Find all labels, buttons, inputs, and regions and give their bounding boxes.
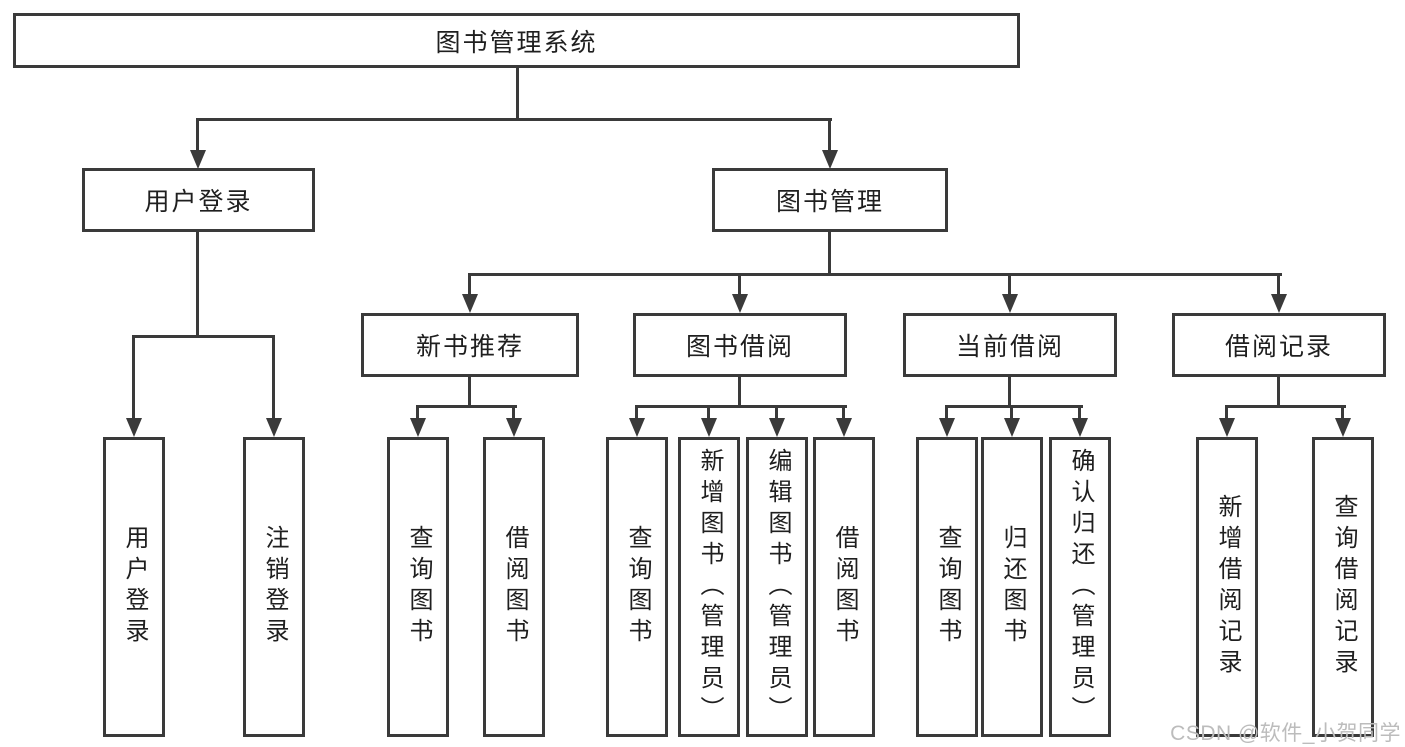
connector-line — [1225, 405, 1228, 422]
leaf-add-books-admin: 新增图书（管理员） — [678, 437, 740, 737]
leaf-edit-books-admin: 编辑图书（管理员） — [746, 437, 808, 737]
connector-line — [775, 405, 778, 422]
leaf-borrow-books-recommend: 借阅图书 — [483, 437, 545, 737]
leaf-query-borrow-record: 查询借阅记录 — [1312, 437, 1374, 737]
connector-line — [512, 405, 515, 422]
leaf-label: 编辑图书（管理员） — [764, 447, 791, 727]
arrowhead-down-icon — [629, 418, 645, 437]
node-label: 用户登录 — [144, 188, 253, 216]
connector-line — [828, 118, 831, 152]
arrowhead-down-icon — [939, 418, 955, 437]
leaf-confirm-return-admin: 确认归还（管理员） — [1049, 437, 1111, 737]
connector-line — [1010, 405, 1013, 422]
connector-line — [196, 118, 832, 121]
leaf-return-books: 归还图书 — [981, 437, 1043, 737]
leaf-user-login: 用户登录 — [103, 437, 165, 737]
leaf-label: 用户登录 — [121, 525, 148, 649]
leaf-label: 新增图书（管理员） — [696, 447, 723, 727]
arrowhead-down-icon — [1219, 418, 1235, 437]
node-label: 当前借阅 — [955, 333, 1064, 361]
connector-line — [1277, 273, 1280, 299]
node-book-management: 图书管理 — [712, 168, 948, 232]
node-label: 新书推荐 — [415, 333, 524, 361]
leaf-label: 查询图书 — [934, 525, 961, 649]
arrowhead-down-icon — [769, 418, 785, 437]
connector-line — [132, 335, 275, 338]
connector-line — [1008, 273, 1011, 299]
node-label: 图书管理 — [775, 188, 884, 216]
connector-line — [842, 405, 845, 422]
arrowhead-down-icon — [836, 418, 852, 437]
node-current-borrowing: 当前借阅 — [903, 313, 1117, 377]
node-book-borrowing: 图书借阅 — [633, 313, 847, 377]
connector-line — [468, 273, 471, 299]
arrowhead-down-icon — [126, 418, 142, 437]
node-label: 借阅记录 — [1224, 333, 1333, 361]
arrowhead-down-icon — [701, 418, 717, 437]
csdn-watermark: CSDN @软件_小贺同学 — [1170, 722, 1401, 745]
leaf-label: 确认归还（管理员） — [1067, 447, 1094, 727]
connector-line — [1341, 405, 1344, 422]
leaf-add-borrow-record: 新增借阅记录 — [1196, 437, 1258, 737]
arrowhead-down-icon — [822, 150, 838, 169]
leaf-query-books-borrowing: 查询图书 — [606, 437, 668, 737]
connector-line — [1225, 405, 1346, 408]
connector-line — [516, 68, 519, 120]
arrowhead-down-icon — [1072, 418, 1088, 437]
leaf-label: 借阅图书 — [501, 525, 528, 649]
connector-line — [468, 377, 471, 408]
arrowhead-down-icon — [462, 294, 478, 313]
node-user-login: 用户登录 — [82, 168, 315, 232]
leaf-label: 查询图书 — [405, 525, 432, 649]
connector-line — [828, 232, 831, 276]
arrowhead-down-icon — [1002, 294, 1018, 313]
node-label: 图书借阅 — [685, 333, 794, 361]
connector-line — [468, 273, 1282, 276]
node-new-book-recommendation: 新书推荐 — [361, 313, 579, 377]
node-borrowing-records: 借阅记录 — [1172, 313, 1386, 377]
leaf-label: 借阅图书 — [831, 525, 858, 649]
arrowhead-down-icon — [266, 418, 282, 437]
leaf-label: 查询借阅记录 — [1330, 494, 1357, 680]
connector-line — [738, 273, 741, 299]
connector-line — [635, 405, 638, 422]
connector-line — [635, 405, 847, 408]
arrowhead-down-icon — [506, 418, 522, 437]
leaf-label: 新增借阅记录 — [1214, 494, 1241, 680]
leaf-label: 注销登录 — [261, 525, 288, 649]
arrowhead-down-icon — [1271, 294, 1287, 313]
leaf-query-books-recommend: 查询图书 — [387, 437, 449, 737]
connector-line — [196, 118, 199, 152]
connector-line — [272, 335, 275, 421]
connector-line — [707, 405, 710, 422]
connector-line — [945, 405, 1083, 408]
leaf-borrow-books: 借阅图书 — [813, 437, 875, 737]
arrowhead-down-icon — [1004, 418, 1020, 437]
leaf-logout: 注销登录 — [243, 437, 305, 737]
connector-line — [1008, 377, 1011, 408]
arrowhead-down-icon — [190, 150, 206, 169]
arrowhead-down-icon — [732, 294, 748, 313]
leaf-label: 归还图书 — [999, 525, 1026, 649]
connector-line — [196, 232, 199, 338]
connector-line — [738, 377, 741, 408]
node-label: 图书管理系统 — [435, 28, 598, 57]
connector-line — [132, 335, 135, 421]
arrowhead-down-icon — [410, 418, 426, 437]
connector-line — [416, 405, 419, 422]
leaf-query-books-current: 查询图书 — [916, 437, 978, 737]
node-root-library-system: 图书管理系统 — [13, 13, 1020, 68]
arrowhead-down-icon — [1335, 418, 1351, 437]
leaf-label: 查询图书 — [624, 525, 651, 649]
connector-line — [945, 405, 948, 422]
connector-line — [1078, 405, 1081, 422]
connector-line — [1277, 377, 1280, 408]
connector-line — [416, 405, 517, 408]
